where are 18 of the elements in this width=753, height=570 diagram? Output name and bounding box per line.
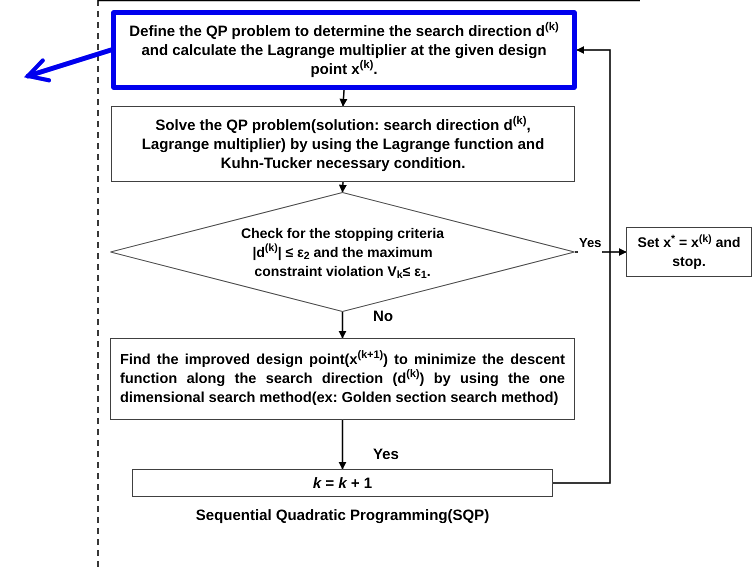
node-text: k = k + 1 (312, 474, 374, 492)
arrow (552, 46, 611, 484)
arrow (338, 181, 347, 193)
node-text: Check for the stopping criteria |d$^{(k)}$| ≤ ε$_{2}$ and the maximum constraint violation V$_{k}$≤ ε$_{1}$. (240, 224, 446, 280)
arrow (338, 419, 346, 470)
process-box (111, 10, 577, 90)
arrow (26, 48, 114, 82)
node-text: Find the improved design point(x$^{(k+1)}$) to minimize the descent function along the search direction (d$^{(k)}$) by using the one dimensional search method(ex: Golden section search method) (120, 350, 565, 408)
terminal-box (626, 227, 752, 277)
arrow (339, 89, 348, 107)
process-box (110, 338, 575, 420)
node-text: Solve the QP problem(solution: search direction d$^{(k)}$, Lagrange multiplier) by using the Lagrange function and Kuhn-Tucker necessary condition. (140, 116, 546, 172)
caption: Sequential Quadratic Programming(SQP) (194, 506, 490, 526)
arrow (338, 311, 346, 339)
process-box (132, 469, 553, 497)
node-text: Define the QP problem to determine the search direction d$^{(k)}$ and calculate the Lagrange multiplier at the given design point x$^{(k)}$. (128, 22, 560, 78)
process-box (111, 106, 575, 182)
node-text: Set x$^{*}$ = x$^{(k)}$ and stop. (636, 233, 742, 271)
